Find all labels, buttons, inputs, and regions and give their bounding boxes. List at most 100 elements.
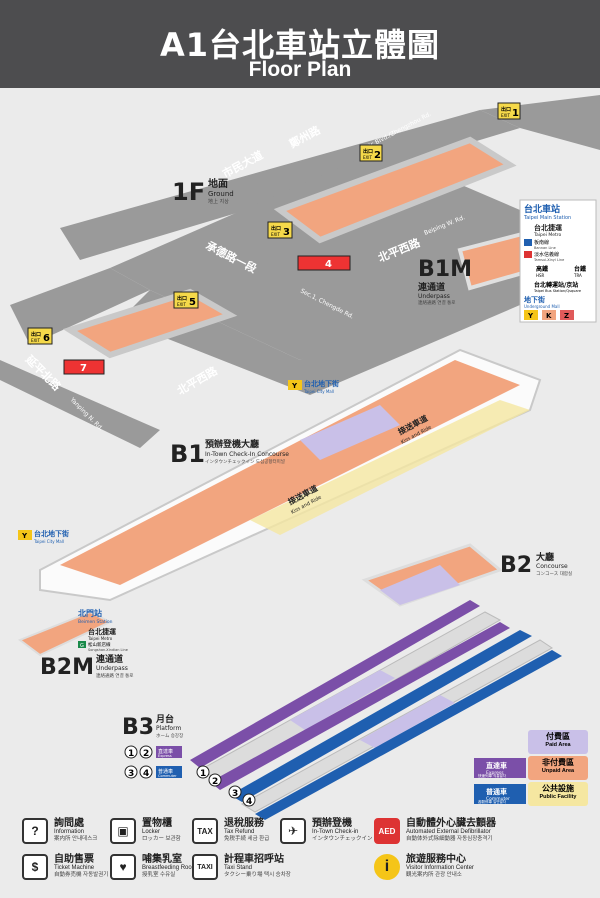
floor-1f-en: Ground [208, 190, 234, 198]
aed-icon: AED [374, 818, 400, 844]
svg-text:高鐵: 高鐵 [536, 265, 548, 273]
svg-text:G: G [80, 643, 84, 649]
svg-text:板南線: 板南線 [534, 239, 549, 246]
mall-code-z-badge [560, 310, 574, 320]
beimen-station-label[interactable]: 北門站 Beimen Station 台北捷運 Taipei Metro G 松… [78, 608, 128, 652]
svg-text:1: 1 [200, 769, 206, 779]
road-civic-blvd-left [10, 268, 150, 345]
svg-text:Express: Express [158, 754, 172, 758]
svg-text:出口: 出口 [501, 106, 511, 113]
svg-text:Tamsui-Xinyi Line: Tamsui-Xinyi Line [533, 258, 564, 262]
svg-text:2: 2 [212, 777, 218, 787]
svg-text:地下街: 地下街 [524, 295, 545, 304]
svg-text:3: 3 [128, 769, 134, 779]
b1-paid-area [300, 405, 400, 460]
svg-text:Y: Y [291, 382, 298, 390]
svg-text:Taipei Metro: Taipei Metro [533, 232, 561, 238]
platform-track-markers: 1 2 3 4 [196, 765, 256, 807]
floor-b2m-code: B2M [40, 655, 94, 680]
svg-text:3: 3 [232, 789, 238, 799]
svg-text:普通車: 普通車 [486, 787, 507, 796]
svg-text:Bannan Line: Bannan Line [534, 246, 556, 250]
svg-text:EXIT: EXIT [177, 302, 186, 307]
taipei-main-station-panel: 台北車站 Taipei Main Station 台北捷運 Taipei Met… [519, 199, 597, 323]
floor-1f-sub: 地上 지상 [208, 198, 229, 205]
commuter-track-4 [255, 650, 562, 820]
svg-text:2: 2 [374, 150, 381, 161]
svg-text:出口: 出口 [271, 225, 281, 232]
map-title: A1台北車站立體圖 [159, 26, 441, 64]
b2m-underpass [17, 610, 113, 657]
floor-b1m-en: Underpass [418, 293, 450, 300]
svg-text:Commuter: Commuter [158, 774, 177, 778]
svg-text:5: 5 [189, 297, 196, 308]
visitor-info-icon: i [374, 854, 400, 880]
svg-text:EXIT: EXIT [363, 155, 372, 160]
floor-b2-en: Concourse [536, 563, 568, 570]
svg-text:台北捷運: 台北捷運 [88, 627, 117, 636]
road-label-zhengzhou-zh: 鄭州路 [287, 122, 324, 150]
city-mall-label-top[interactable]: Y 台北地下街 Taipei City Mall [288, 379, 339, 394]
floor-b2-code: B2 [500, 553, 532, 578]
svg-text:Underground Mall: Underground Mall [524, 304, 560, 309]
breastfeeding-icon: ♥ [110, 854, 136, 880]
svg-text:台北捷運: 台北捷運 [534, 223, 563, 232]
commuter-track-3 [230, 630, 532, 802]
svg-text:出口: 出口 [31, 331, 41, 338]
express-track-1 [190, 600, 480, 768]
map-subtitle: Floor Plan [248, 58, 352, 81]
svg-text:Beimen Station: Beimen Station [78, 619, 113, 625]
floor-b2m-zh: 連通道 [96, 653, 123, 665]
floor-b1-en: In-Town Check-In Concourse [205, 451, 289, 458]
taipei-main-title-en: Taipei Main Station [523, 215, 571, 221]
floor-b3-zh: 月台 [155, 713, 174, 725]
svg-text:台北轉運站/京站: 台北轉運站/京站 [534, 281, 578, 289]
exit-4[interactable]: 4 [297, 255, 351, 271]
floor-b1m-sub: 連絡通路 연결 통로 [418, 299, 455, 306]
svg-text:淡水信義線: 淡水信義線 [534, 251, 559, 258]
svg-text:K: K [546, 312, 552, 320]
svg-text:Songshan-Xindian Line: Songshan-Xindian Line [88, 648, 128, 652]
svg-text:Taipei City Mall: Taipei City Mall [303, 389, 334, 394]
svg-text:Taipei City Mall: Taipei City Mall [33, 539, 64, 544]
svg-text:2: 2 [143, 749, 149, 759]
road-yanping [0, 360, 160, 448]
b3-platforms [190, 600, 562, 820]
floor-1f-code: 1F [172, 178, 205, 206]
ticket-machine-icon: $ [22, 854, 48, 880]
svg-text:Taipei Metro: Taipei Metro [87, 636, 113, 641]
floor-b2m-sub: 連絡通路 연결 통로 [96, 672, 133, 679]
svg-text:1: 1 [512, 108, 519, 119]
svg-text:EXIT: EXIT [501, 113, 510, 118]
road-chengde [110, 150, 590, 360]
city-mall-label-left[interactable]: Y 台北地下街 Taipei City Mall [18, 529, 69, 544]
svg-text:北門站: 北門站 [78, 608, 102, 618]
svg-text:台鐵: 台鐵 [574, 265, 586, 273]
svg-text:EXIT: EXIT [31, 338, 40, 343]
svg-text:台北地下街: 台北地下街 [34, 529, 69, 538]
mall-code-k-badge [542, 310, 556, 320]
floor-b2m-en: Underpass [96, 665, 128, 672]
road-civic-blvd-upper [60, 110, 520, 260]
svg-text:直達車: 直達車 [486, 761, 507, 770]
exit-7[interactable]: 7 [63, 359, 105, 375]
express-paid-area [290, 670, 395, 730]
floor-b3-sub: ホーム 승강장 [156, 732, 183, 739]
floor-b1-zh: 預辦登機大廳 [205, 438, 259, 450]
svg-text:6: 6 [43, 333, 50, 344]
